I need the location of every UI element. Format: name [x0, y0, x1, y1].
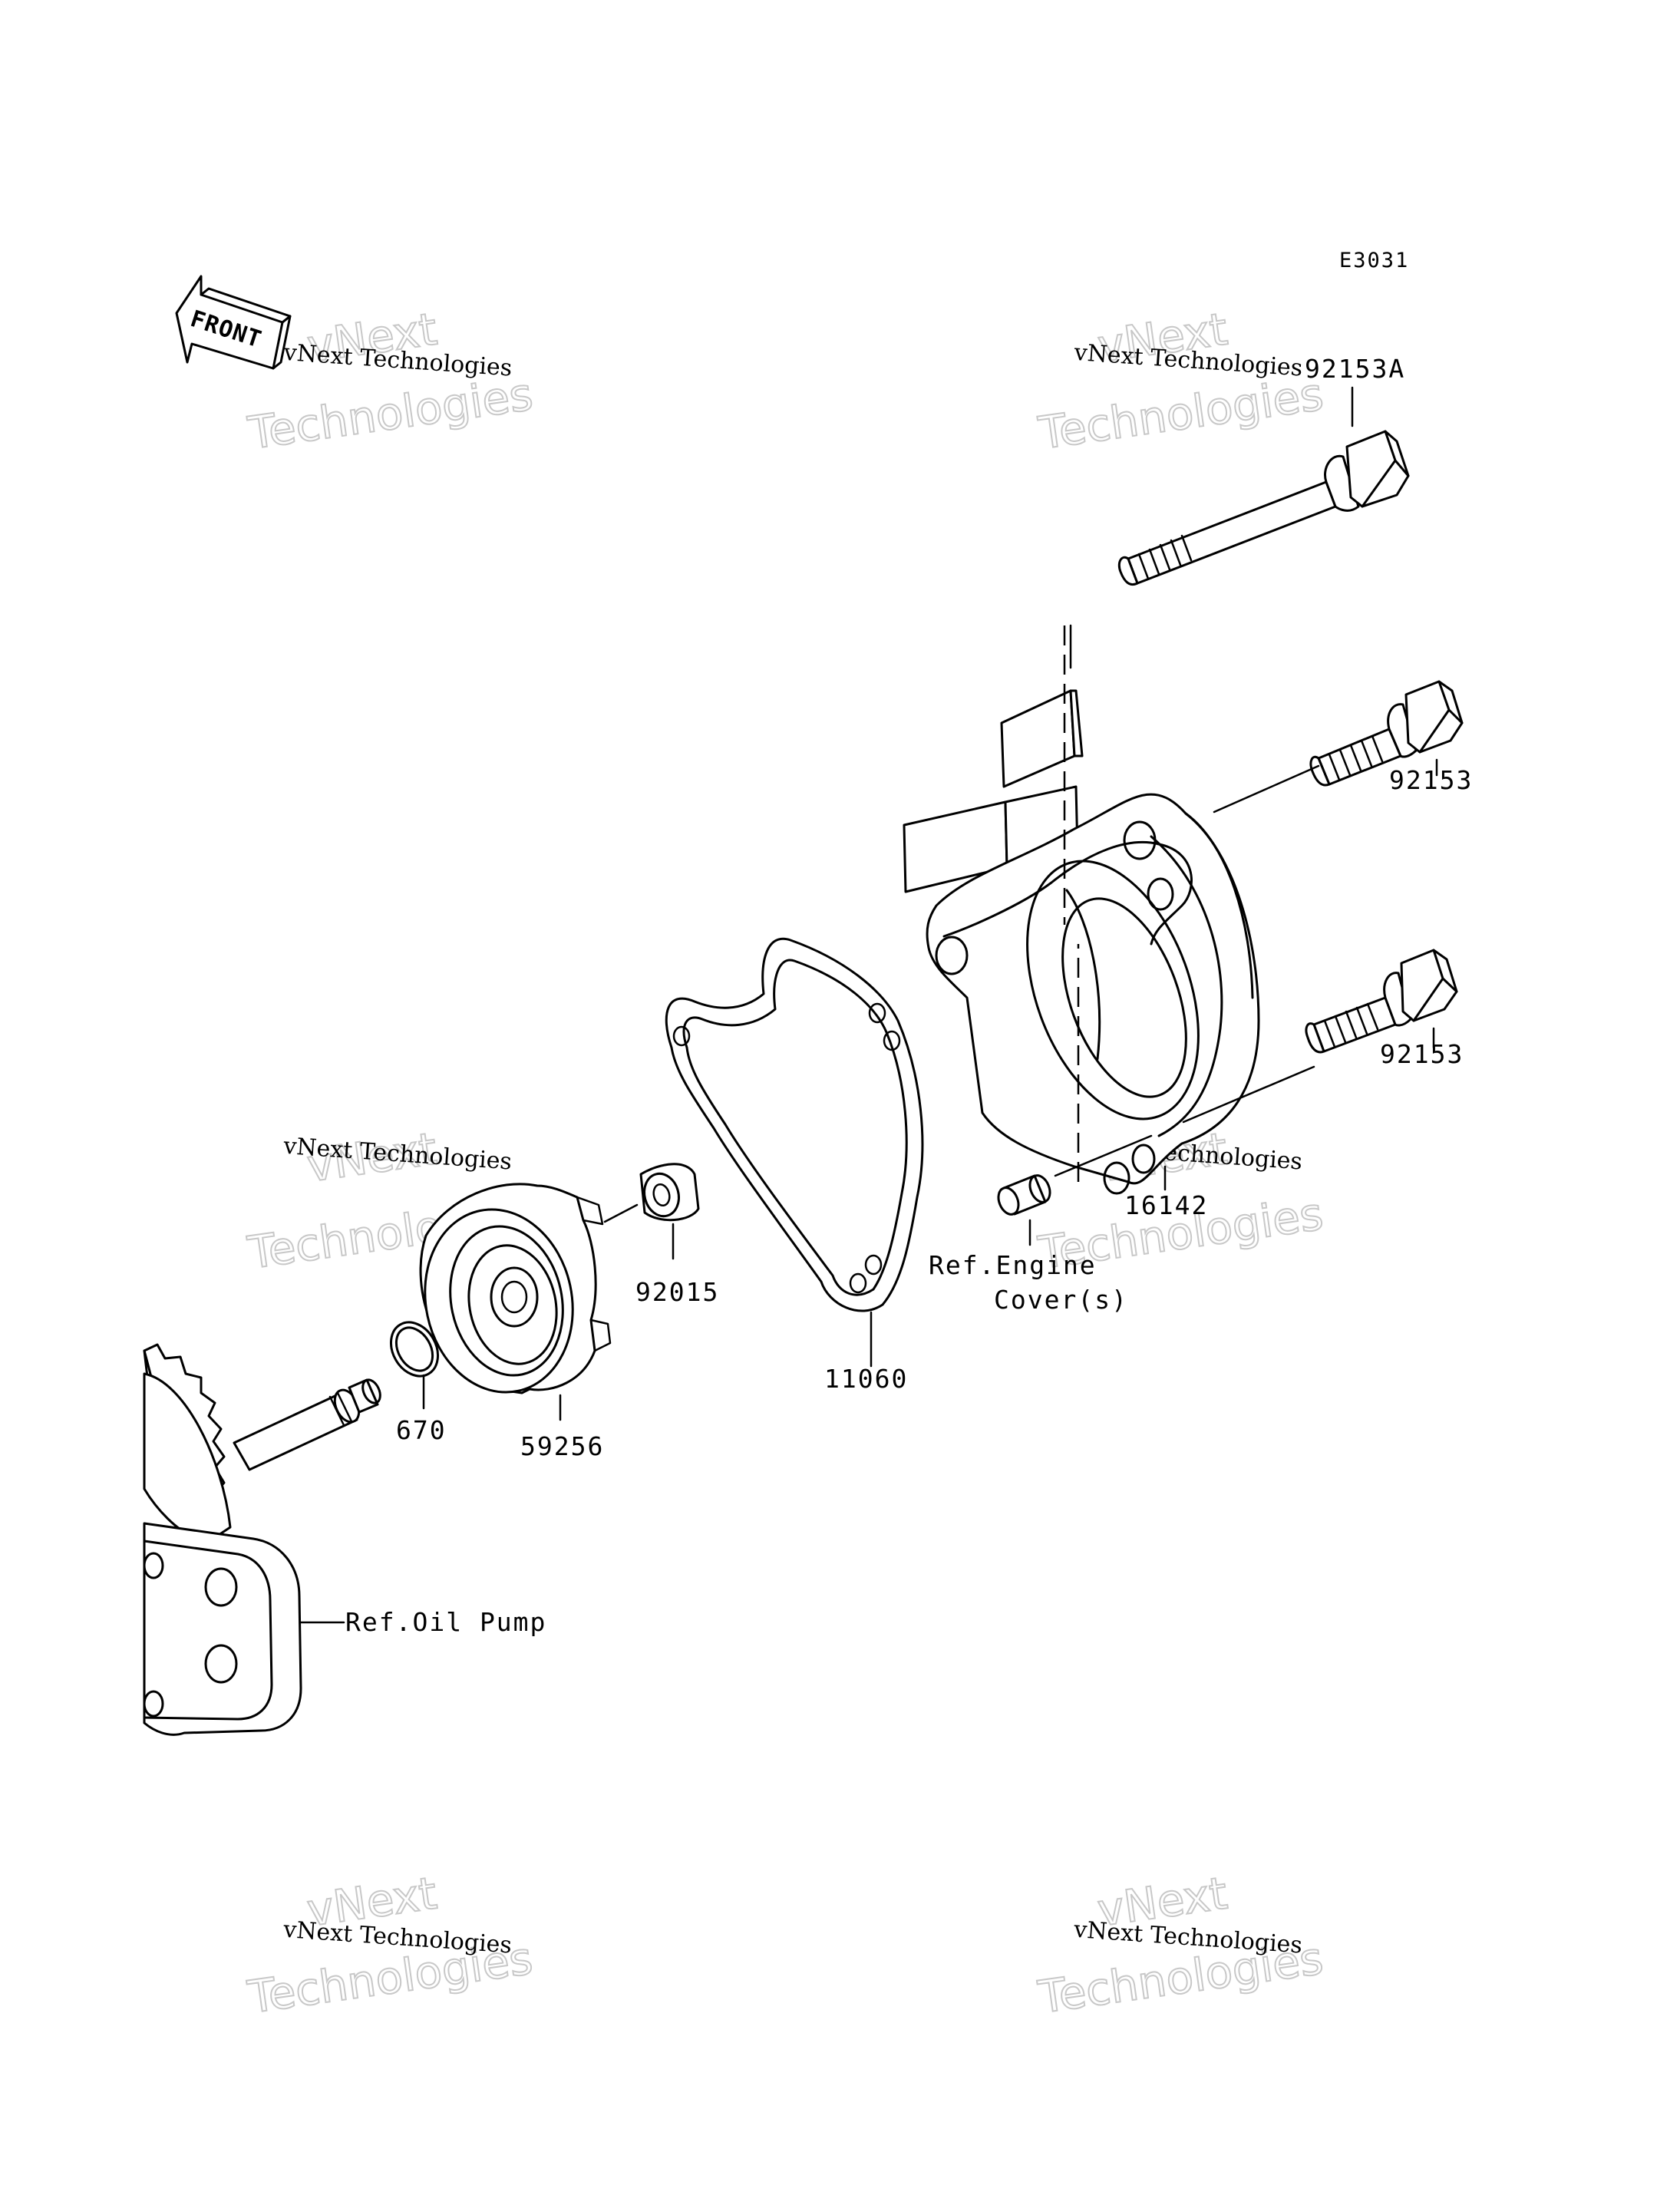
ref-engine-cover-label: Ref.Engine [929, 1250, 1097, 1280]
part-label-670[interactable]: 670 [396, 1415, 447, 1445]
part-label-92153[interactable]: 92153 [1380, 1039, 1464, 1069]
impeller [419, 1183, 612, 1394]
watermark-5: vNext Technologies vNext Technologies [244, 1866, 536, 2024]
part-label-11060[interactable]: 11060 [824, 1364, 908, 1394]
part-label-16142[interactable]: 16142 [1124, 1190, 1208, 1220]
oil-pump-assembly [143, 1343, 381, 1736]
bolt-92153-lower [1305, 949, 1458, 1054]
front-arrow-icon: FRONT [175, 275, 292, 370]
part-label-92015[interactable]: 92015 [635, 1277, 719, 1307]
washer-nut [639, 1163, 700, 1222]
watermark-big-bottom: Technologies [1035, 368, 1326, 459]
water-pump-cover [903, 689, 1260, 1195]
watermark-2: vNext Technologies vNext Technologies [1035, 302, 1327, 460]
watermark-big-bottom: Technologies [245, 368, 536, 459]
diagram-code: E3031 [1339, 249, 1409, 272]
dowel-pin [997, 1174, 1051, 1216]
ref-engine-cover-label: Cover(s) [994, 1285, 1128, 1315]
leader-line [1054, 1134, 1153, 1177]
leader-line [1213, 764, 1320, 814]
leader-line [1182, 1065, 1315, 1124]
leader-line [603, 1203, 639, 1223]
bolt-92153-upper [1309, 680, 1464, 787]
bolt-92153a [1117, 430, 1410, 586]
ref-oil-pump-label: Ref.Oil Pump [345, 1607, 546, 1637]
part-label-92153a[interactable]: 92153A [1305, 354, 1405, 384]
part-label-92153[interactable]: 92153 [1389, 765, 1473, 795]
part-label-59256[interactable]: 59256 [520, 1431, 604, 1461]
gasket [665, 937, 924, 1312]
o-ring [390, 1321, 439, 1378]
watermark-6: vNext Technologies vNext Technologies [1035, 1866, 1327, 2024]
